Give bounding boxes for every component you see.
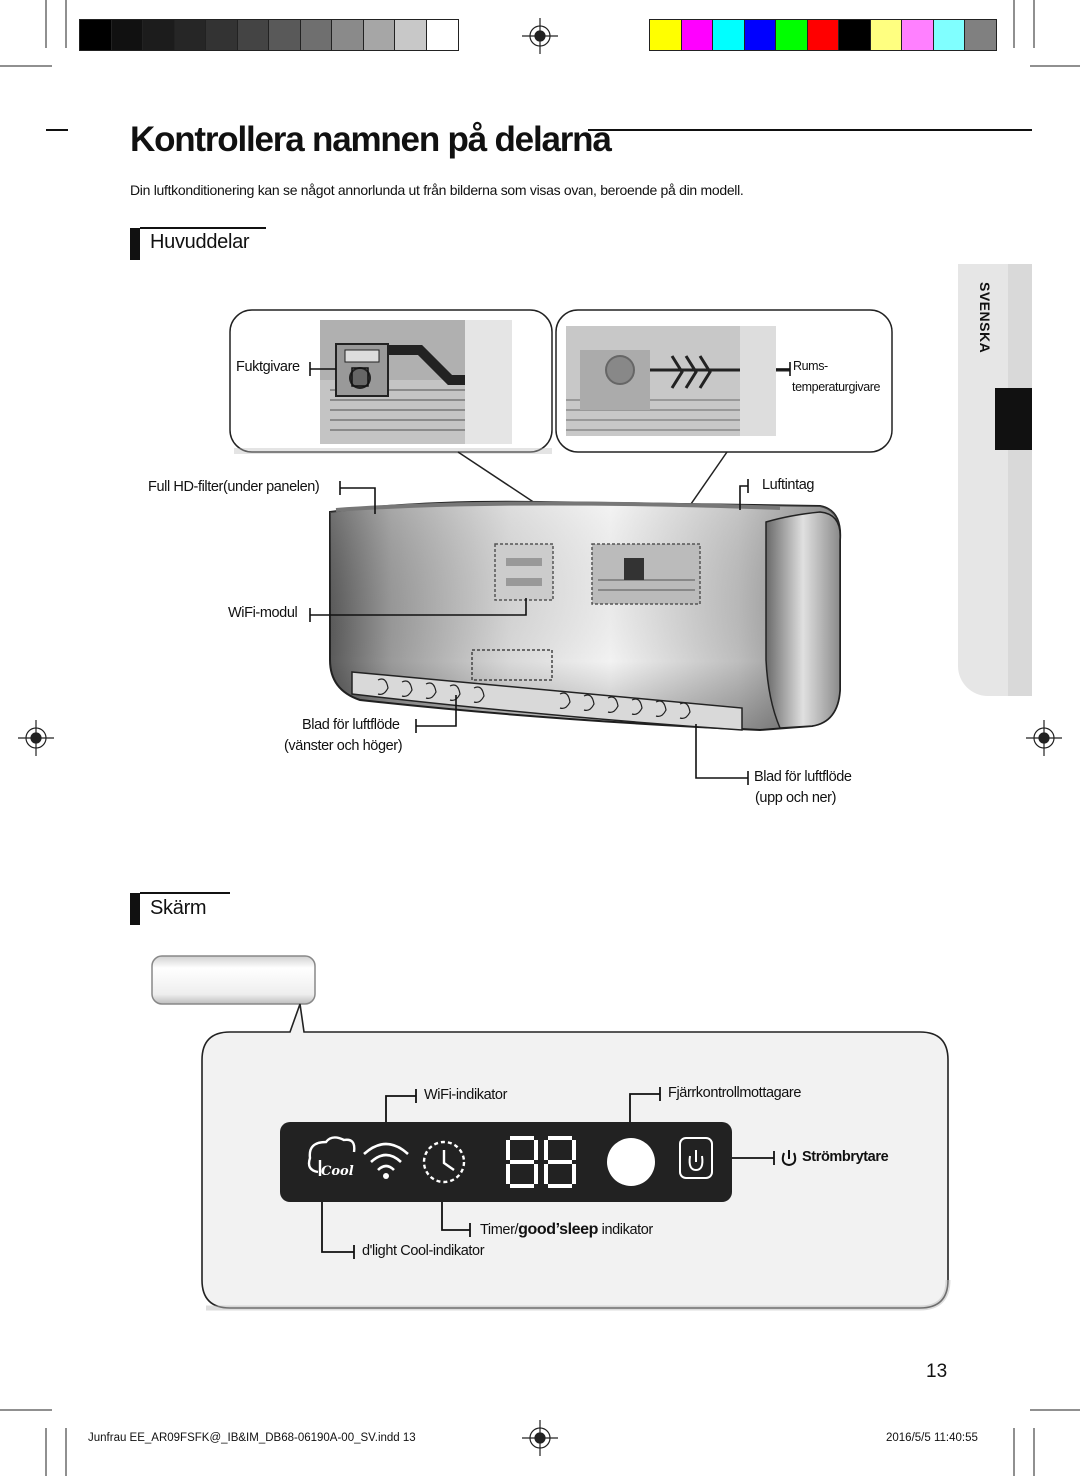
label-wifi-module: WiFi-modul — [228, 605, 298, 621]
section-marker — [130, 893, 140, 925]
calibration-swatch — [806, 19, 840, 51]
calibration-swatch — [775, 19, 808, 51]
label-room-temp-sensor-2: temperaturgivare — [792, 380, 881, 394]
section-heading-display: Skärm — [150, 897, 207, 919]
label-cool-indicator: d'light Cool-indikator — [362, 1243, 485, 1259]
title-left-rule — [46, 129, 68, 131]
calibration-swatch — [680, 19, 714, 51]
calibration-swatch — [649, 19, 682, 51]
calibration-swatch — [869, 19, 903, 51]
unit-illustration — [229, 309, 893, 785]
calibration-swatch — [964, 19, 997, 51]
registration-marks — [18, 18, 1062, 1456]
room-temp-sensor-callout — [555, 309, 893, 453]
label-filter: Full HD-filter(under panelen) — [148, 479, 320, 495]
section-marker — [130, 228, 140, 260]
display-illustration — [151, 955, 951, 1311]
section-rule — [140, 892, 230, 894]
footer-file: Junfrau EE_AR09FSFK@_IB&IM_DB68-06190A-0… — [88, 1432, 416, 1444]
display-leader-lines — [321, 1087, 775, 1259]
calibration-swatch — [142, 19, 175, 51]
language-tab-marker — [995, 388, 1032, 450]
power-symbol-icon — [781, 1150, 797, 1167]
color-calibration-bar — [649, 0, 1000, 60]
label-room-temp-sensor-1: Rums- — [793, 359, 828, 373]
calibration-swatch — [425, 19, 459, 51]
section-rule — [140, 227, 266, 229]
footer-timestamp: 2016/5/5 11:40:55 — [886, 1432, 978, 1444]
label-timer-indicator: Timer/good’sleep indikator — [480, 1221, 653, 1239]
goodsleep-brand: good’sleep — [518, 1221, 599, 1238]
title-right-rule — [588, 129, 1032, 131]
label-blade-ud-1: Blad för luftflöde — [754, 769, 852, 785]
calibration-swatch — [394, 19, 427, 51]
display-cool-text: Cool — [321, 1164, 354, 1179]
label-blade-lr-2: (vänster och höger) — [284, 738, 403, 754]
calibration-swatch — [79, 19, 112, 51]
calibration-swatch — [268, 19, 301, 51]
label-power-switch: Strömbrytare — [802, 1149, 889, 1165]
page-title: Kontrollera namnen på delarna — [130, 120, 612, 159]
label-wifi-indicator: WiFi-indikator — [424, 1087, 508, 1103]
label-blade-ud-2: (upp och ner) — [755, 790, 837, 806]
timer-prefix: Timer/ — [480, 1222, 519, 1238]
page-number: 13 — [926, 1361, 948, 1382]
calibration-swatch — [205, 19, 238, 51]
calibration-swatch — [110, 19, 144, 51]
label-humidity-sensor: Fuktgivare — [236, 359, 300, 375]
humidity-sensor-callout — [229, 309, 553, 454]
section-heading-main-parts: Huvuddelar — [150, 231, 250, 253]
calibration-swatch — [331, 19, 364, 51]
indoor-unit — [329, 500, 842, 732]
language-tab-curve — [958, 264, 1008, 696]
timer-suffix: indikator — [601, 1222, 654, 1238]
calibration-swatch — [362, 19, 396, 51]
calibration-swatch — [743, 19, 777, 51]
label-remote-receiver: Fjärrkontrollmottagare — [668, 1085, 802, 1101]
calibration-swatch — [932, 19, 966, 51]
calibration-swatch — [901, 19, 934, 51]
intro-text: Din luftkonditionering kan se något anno… — [130, 182, 744, 198]
leader-lines — [309, 362, 791, 785]
calibration-swatch — [173, 19, 207, 51]
label-blade-lr-1: Blad för luftflöde — [302, 717, 400, 733]
segment-display — [506, 1136, 576, 1188]
calibration-swatch — [838, 19, 871, 51]
calibration-swatch — [236, 19, 270, 51]
calibration-swatch — [299, 19, 333, 51]
calibration-swatch — [712, 19, 745, 51]
grayscale-calibration-bar — [79, 0, 459, 60]
label-air-intake: Luftintag — [762, 477, 815, 493]
